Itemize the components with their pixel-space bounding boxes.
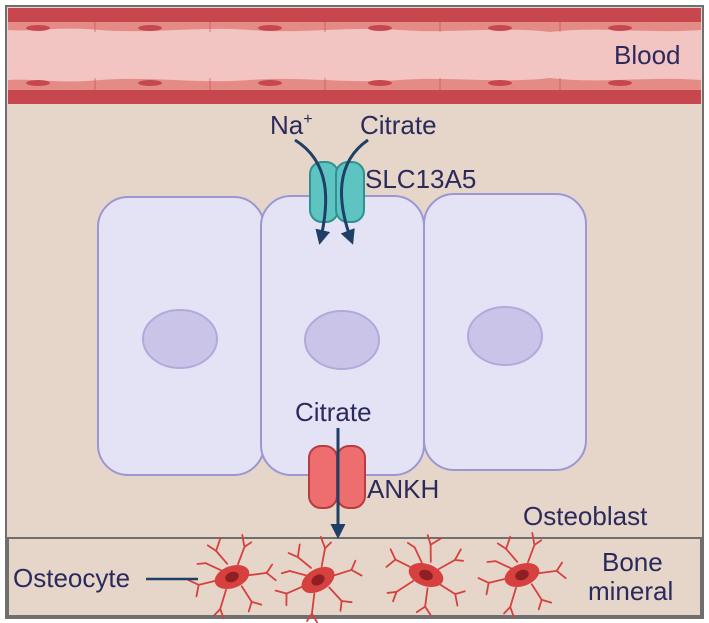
citrate-influx-arrow <box>339 138 369 245</box>
bone-mineral-label-line1: Bone <box>602 547 663 577</box>
nucleus-left <box>142 309 218 369</box>
blood-label: Blood <box>614 40 681 70</box>
bone-mineral-layer <box>7 537 702 617</box>
osteoblast-cells <box>97 193 587 476</box>
blood-vessel <box>8 8 701 104</box>
nucleus-right <box>467 306 543 366</box>
osteocyte-cell <box>187 534 277 620</box>
osteocyte-cell <box>477 532 567 618</box>
slc13a5-label: SLC13A5 <box>365 164 476 194</box>
citrate-out-label: Citrate <box>295 397 372 427</box>
bone-mineral-label-line2: mineral <box>588 576 673 606</box>
osteocyte-cell <box>385 534 466 616</box>
osteoblast-label: Osteoblast <box>523 501 648 531</box>
nucleus-middle <box>304 310 380 370</box>
osteocytes <box>187 532 567 623</box>
sodium-label: Na+ <box>270 110 313 140</box>
osteocyte-cell <box>274 535 363 623</box>
slc13a5-transporter <box>309 161 365 223</box>
osteocyte-label: Osteocyte <box>13 563 130 593</box>
sodium-influx-arrow <box>294 138 331 245</box>
ankh-label: ANKH <box>367 474 439 504</box>
citrate-in-label: Citrate <box>360 110 437 140</box>
